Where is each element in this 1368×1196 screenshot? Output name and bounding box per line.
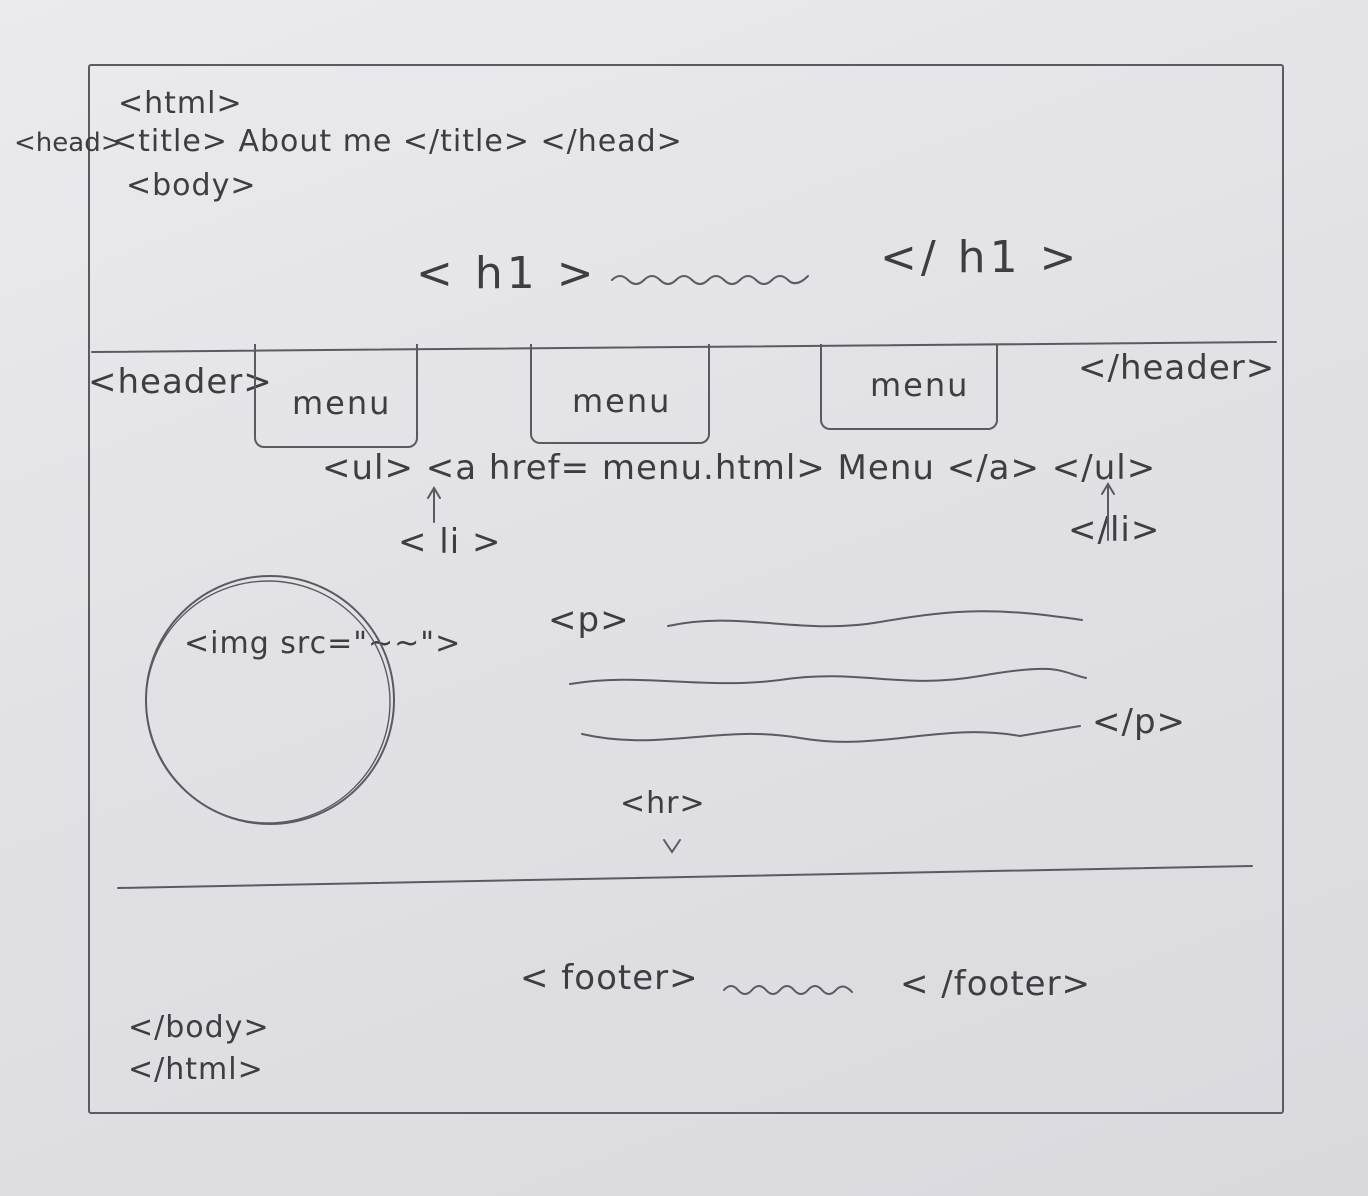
hr-tag: <hr> [620, 786, 706, 821]
html-open-tag: <html> [118, 86, 243, 121]
ul-anchor-line: <ul> <a href= menu.html> Menu </a> </ul> [322, 448, 1157, 488]
menu-tab-label: menu [572, 382, 672, 420]
title-tag-line: <title> About me </title> </head> [112, 124, 683, 159]
menu-tab-label: menu [292, 384, 392, 422]
body-close-tag: </body> [128, 1010, 270, 1045]
footer-close-tag: < /footer> [900, 964, 1092, 1004]
header-close-tag: </header> [1078, 348, 1276, 388]
h1-open-tag: < h1 > [416, 248, 598, 299]
header-open-tag: <header> [88, 362, 273, 402]
page-wireframe-border [88, 64, 1284, 1114]
body-open-tag: <body> [126, 168, 257, 203]
li-open-tag: < li > [398, 522, 502, 562]
html-close-tag: </html> [128, 1052, 264, 1087]
p-open-tag: <p> [548, 600, 630, 640]
menu-tab-label: menu [870, 366, 970, 404]
menu-tab-3[interactable]: menu [820, 344, 998, 430]
li-close-tag: </li> [1068, 510, 1161, 550]
img-tag: <img src="~~"> [184, 626, 462, 661]
p-close-tag: </p> [1092, 702, 1187, 742]
menu-tab-1[interactable]: menu [254, 344, 418, 448]
h1-close-tag: </ h1 > [880, 232, 1081, 283]
menu-tab-2[interactable]: menu [530, 344, 710, 444]
footer-open-tag: < footer> [520, 958, 699, 998]
head-open-tag: <head> [14, 128, 123, 158]
